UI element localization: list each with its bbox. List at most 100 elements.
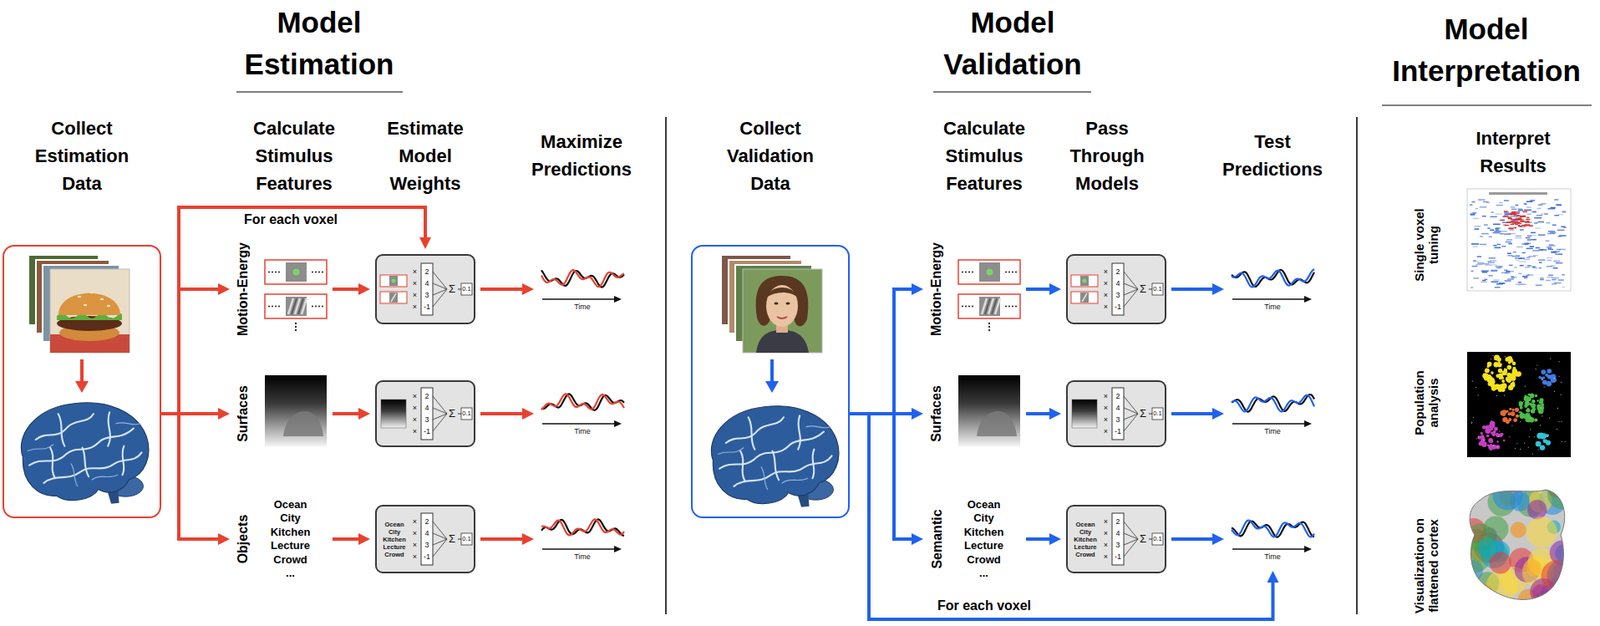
sum-symbol: Σ	[446, 406, 458, 422]
art-ellipse	[774, 301, 779, 305]
weight-vector: 2 4 3 -1	[422, 390, 432, 437]
tuning-mark	[1554, 253, 1563, 256]
tuning-mark	[1521, 224, 1526, 227]
tuning-mark	[1515, 259, 1520, 262]
tuning-mark	[1552, 224, 1557, 227]
ellipsis-dot	[274, 304, 277, 307]
ellipsis-dot	[271, 270, 274, 273]
tuning-mark	[1475, 208, 1479, 210]
population-dot	[1514, 447, 1516, 449]
weight-bracket	[421, 513, 433, 565]
population-dot	[1511, 425, 1513, 427]
population-dot	[1547, 370, 1550, 372]
filter-frame	[958, 294, 1021, 319]
filter-blob	[986, 269, 994, 276]
ellipsis-dot	[311, 304, 314, 307]
prediction-plot: Time	[1229, 386, 1317, 441]
tuning-mark	[1480, 281, 1488, 284]
word-list: Ocean City Kitchen Lecture Crowd ...	[269, 497, 312, 581]
population-dot	[1546, 375, 1550, 378]
prediction-plot: Time	[1229, 512, 1317, 566]
feature-label: Objects	[234, 514, 252, 564]
output-frame	[461, 283, 473, 295]
tuning-mark	[1503, 199, 1509, 202]
predicted-signal	[1231, 269, 1315, 287]
tuning-mark	[1535, 284, 1543, 287]
tuning-mark	[1513, 251, 1517, 254]
connector-arrow	[849, 289, 914, 414]
population-dot	[1498, 436, 1499, 437]
tuning-mark	[1511, 276, 1517, 279]
tuning-mark	[1561, 286, 1565, 289]
brain-image	[20, 402, 149, 504]
tuning-mark	[1493, 230, 1501, 233]
tuning-mark	[1499, 230, 1508, 233]
ellipsis-dot	[314, 304, 317, 307]
tuning-mark	[1472, 218, 1479, 220]
population-dot	[1539, 434, 1543, 437]
population-dot	[1525, 408, 1529, 412]
population-dot	[1525, 414, 1531, 420]
connector-arrow	[332, 411, 361, 416]
ellipsis-dot	[294, 325, 297, 328]
tuning-mark	[1510, 275, 1514, 278]
flow-arrowhead	[765, 380, 779, 393]
tuning-mark	[1491, 264, 1497, 266]
ellipsis-dot	[268, 304, 270, 307]
population-dot	[1498, 430, 1500, 432]
depth-map	[380, 399, 407, 428]
population-dot	[1558, 421, 1560, 422]
filter-patch	[979, 262, 1001, 282]
population-dot	[1535, 441, 1542, 447]
tuning-mark	[1477, 255, 1482, 258]
weight-vector: 2 4 3 -1	[422, 515, 432, 563]
tuning-mark	[1553, 260, 1560, 263]
population-dot	[1536, 365, 1538, 366]
tuning-mark	[1491, 280, 1499, 283]
feature-group: Motion-Energy	[234, 234, 328, 344]
tuning-mark	[1514, 257, 1519, 260]
population-dot	[1514, 407, 1519, 412]
sum-line	[432, 271, 447, 290]
result-label: Visualization on flattened cortex	[1412, 511, 1441, 620]
tuning-mark	[1482, 215, 1487, 218]
population-dot	[1530, 417, 1532, 419]
column-heading: Collect Validation Data	[707, 114, 834, 198]
model-box: × × × ×2 4 3 -1Σ0.1	[1066, 253, 1167, 325]
tuning-mark	[1518, 218, 1524, 221]
tuning-mark	[1525, 237, 1531, 239]
population-dot	[1524, 386, 1526, 387]
art-ellipse	[77, 295, 82, 298]
population-dot	[1508, 385, 1514, 391]
population-dot	[1539, 424, 1541, 426]
tuning-mark	[1479, 243, 1487, 246]
time-axis	[542, 422, 616, 425]
tuning-mark	[1472, 265, 1479, 268]
sum-line	[1148, 413, 1153, 415]
population-dot	[1493, 445, 1494, 447]
sum-line	[457, 538, 462, 540]
tuning-mark	[1526, 217, 1529, 219]
brain-image	[711, 406, 839, 508]
population-dot	[1507, 375, 1511, 379]
connector-arrow	[480, 411, 524, 416]
population-dot	[1542, 378, 1544, 380]
stimulus-photos	[721, 254, 823, 353]
output-value: 0.1	[461, 283, 473, 295]
population-dot	[1490, 379, 1496, 385]
data-frame	[2, 244, 162, 519]
population-dot	[1518, 415, 1519, 417]
heading-underline	[1381, 104, 1592, 107]
sum-line	[432, 289, 447, 307]
column-heading: Interpret Results	[1458, 124, 1568, 180]
tuning-mark	[1510, 223, 1515, 226]
tuning-mark	[1495, 228, 1499, 230]
population-dot	[1539, 432, 1545, 438]
population-dot	[1475, 386, 1477, 388]
cortex-patch	[1492, 480, 1523, 511]
connector-arrow	[1026, 287, 1052, 291]
predicted-signal	[1231, 520, 1315, 538]
ellipsis-dot	[278, 270, 280, 273]
multiply-signs: × × × ×	[1102, 265, 1110, 313]
population-dot	[1512, 408, 1515, 412]
